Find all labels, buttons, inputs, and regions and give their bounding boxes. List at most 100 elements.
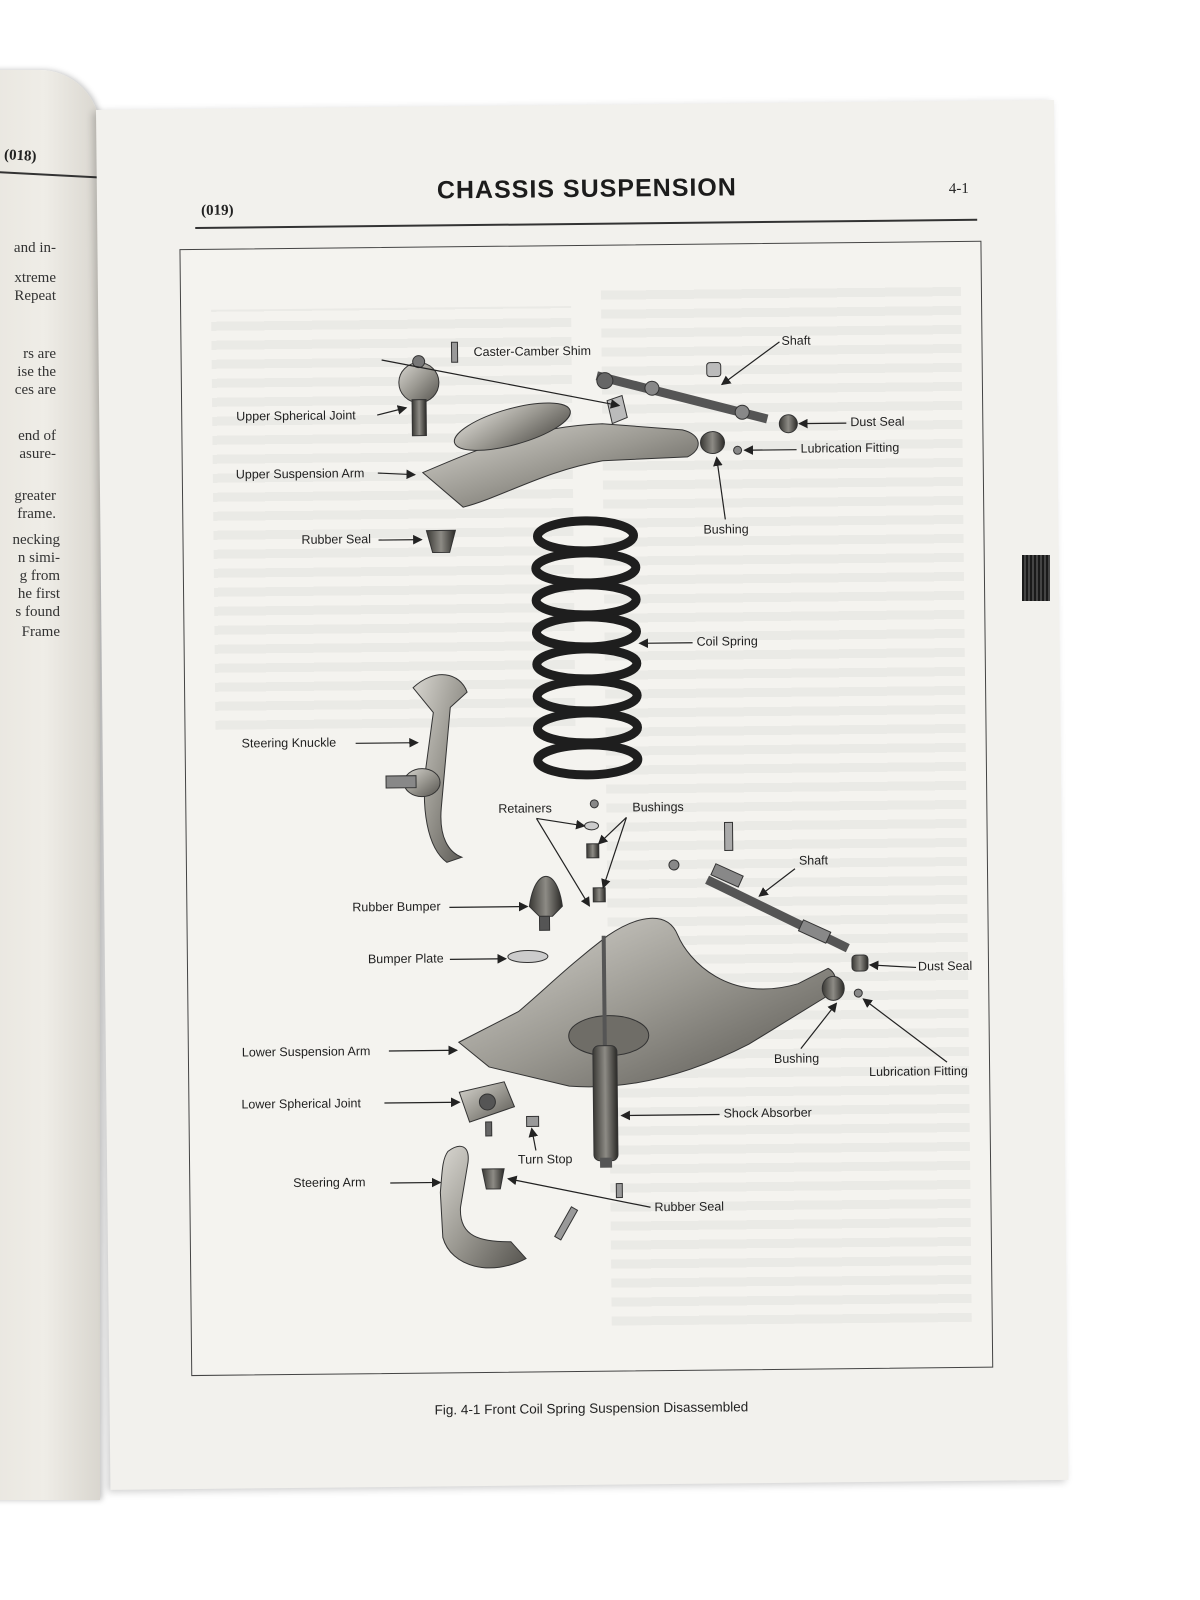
left-page-line: s found <box>15 604 60 620</box>
label-shaft-upper: Shaft <box>781 333 811 348</box>
upper-bolt-part <box>450 341 459 363</box>
label-shaft-lower: Shaft <box>798 853 829 868</box>
label-turn-stop: Turn Stop <box>517 1152 573 1167</box>
left-page-line: g from <box>19 568 60 584</box>
left-page-line: ise the <box>17 364 56 380</box>
leader-lubrication-fitting-upper <box>743 445 797 455</box>
left-page-line: greater <box>14 488 56 504</box>
leader-coil-spring <box>638 638 693 649</box>
leader-rubber-bumper <box>449 901 529 912</box>
label-lubrication-fitting-lower: Lubrication Fitting <box>869 1063 968 1079</box>
page-number: (019) <box>200 202 234 219</box>
label-bushings: Bushings <box>632 799 684 815</box>
left-page-line: rs are <box>23 346 56 362</box>
label-lower-suspension-arm: Lower Suspension Arm <box>241 1044 371 1060</box>
lower-bushing-part <box>821 975 845 1001</box>
lower-fitting-part <box>853 988 863 998</box>
left-page-line: he first <box>17 586 60 602</box>
label-coil-spring: Coil Spring <box>696 634 758 649</box>
leader-bushings-a <box>597 817 627 845</box>
steering-arm-part <box>439 1145 527 1269</box>
upper-dust-seal-part <box>778 414 798 434</box>
left-page-line: xtreme <box>14 270 56 286</box>
label-dust-seal-upper: Dust Seal <box>850 414 905 430</box>
left-page-line: frame. <box>17 506 56 522</box>
leader-bumper-plate <box>449 954 508 964</box>
lower-dust-seal-part <box>851 954 869 972</box>
leader-upper-suspension-arm <box>377 469 417 480</box>
upper-shaft-part <box>595 362 769 424</box>
header-rule <box>195 218 978 229</box>
label-bushing-lower: Bushing <box>773 1051 820 1066</box>
lower-rubber-seal-part <box>481 1168 505 1190</box>
bumper-plate-part <box>507 950 549 964</box>
left-page-line: and in- <box>13 240 56 256</box>
rubber-bumper-part <box>528 876 563 917</box>
lower-suspension-arm-part <box>457 917 837 1088</box>
leader-turn-stop <box>528 1127 538 1151</box>
bushing-part <box>586 843 600 859</box>
leader-lower-spherical-joint <box>384 1097 461 1108</box>
coil-spring-part <box>531 516 643 780</box>
leader-shaft-lower <box>758 868 796 897</box>
leader-upper-spherical-joint <box>377 405 408 416</box>
label-shock-absorber: Shock Absorber <box>723 1105 812 1121</box>
label-steering-knuckle: Steering Knuckle <box>241 735 337 751</box>
leader-retainers-a <box>536 817 586 830</box>
label-rubber-seal-upper: Rubber Seal <box>301 532 372 547</box>
left-page-line: Frame <box>21 624 60 640</box>
label-dust-seal-lower: Dust Seal <box>917 958 973 974</box>
leader-bushings-b <box>601 817 628 889</box>
lower-shaft-part <box>668 859 850 953</box>
upper-spherical-joint-part <box>398 355 440 437</box>
leader-bushing-lower <box>800 1002 838 1050</box>
small-bolt-part <box>615 1183 623 1199</box>
label-caster-camber-shim: Caster-Camber Shim <box>473 343 592 360</box>
steering-knuckle-part <box>385 674 468 863</box>
retainer-part <box>584 821 600 831</box>
left-page-number: (018) <box>3 147 37 165</box>
turn-stop-part <box>526 1115 540 1128</box>
caster-camber-shim-part <box>606 394 628 425</box>
lower-spherical-joint-part <box>458 1081 516 1137</box>
leader-lower-suspension-arm <box>388 1045 459 1056</box>
leader-steering-arm <box>390 1177 442 1188</box>
manual-page: (019) CHASSIS SUSPENSION 4-1 <box>96 99 1069 1490</box>
label-lubrication-fitting-upper: Lubrication Fitting <box>800 440 900 456</box>
left-page-line: asure- <box>19 446 56 462</box>
label-rubber-seal-lower: Rubber Seal <box>654 1199 725 1215</box>
leader-caster-camber-shim <box>381 359 621 409</box>
leader-shock-absorber <box>620 1110 720 1121</box>
leader-shaft-upper <box>720 341 780 386</box>
left-page-line: necking <box>12 532 60 548</box>
upper-bushing-part <box>700 431 726 455</box>
leader-steering-knuckle <box>355 737 419 748</box>
page-title: CHASSIS SUSPENSION <box>436 173 738 205</box>
leader-rubber-seal-lower <box>507 1175 651 1208</box>
left-page-line: end of <box>18 428 56 444</box>
left-page-line: n simi- <box>17 550 60 566</box>
left-page-rule <box>0 171 100 179</box>
upper-rubber-seal-part <box>425 529 457 554</box>
section-thumb-tab <box>1022 555 1050 601</box>
label-bumper-plate: Bumper Plate <box>367 951 444 967</box>
steering-arm-bolt-part <box>554 1206 579 1241</box>
label-upper-spherical-joint: Upper Spherical Joint <box>236 408 356 424</box>
figure-frame: Caster-Camber Shim Shaft Upper Spherical… <box>179 240 994 1377</box>
label-steering-arm: Steering Arm <box>293 1175 366 1190</box>
left-page-line: Repeat <box>14 288 56 304</box>
section-page-ref: 4-1 <box>948 180 969 198</box>
figure-caption: Fig. 4-1 Front Coil Spring Suspension Di… <box>434 1399 749 1418</box>
left-page-line: ces are <box>14 382 56 398</box>
leader-bushing-upper <box>713 456 726 520</box>
label-retainers: Retainers <box>498 801 552 816</box>
exploded-suspension-diagram <box>355 341 948 1269</box>
leader-retainers-b <box>535 818 590 907</box>
label-lower-spherical-joint: Lower Spherical Joint <box>241 1096 362 1112</box>
upper-fitting-part <box>733 445 743 455</box>
shock-absorber-part <box>592 935 619 1168</box>
label-bushing-upper: Bushing <box>703 522 749 537</box>
retainer-part <box>589 799 599 809</box>
label-upper-suspension-arm: Upper Suspension Arm <box>235 466 365 482</box>
